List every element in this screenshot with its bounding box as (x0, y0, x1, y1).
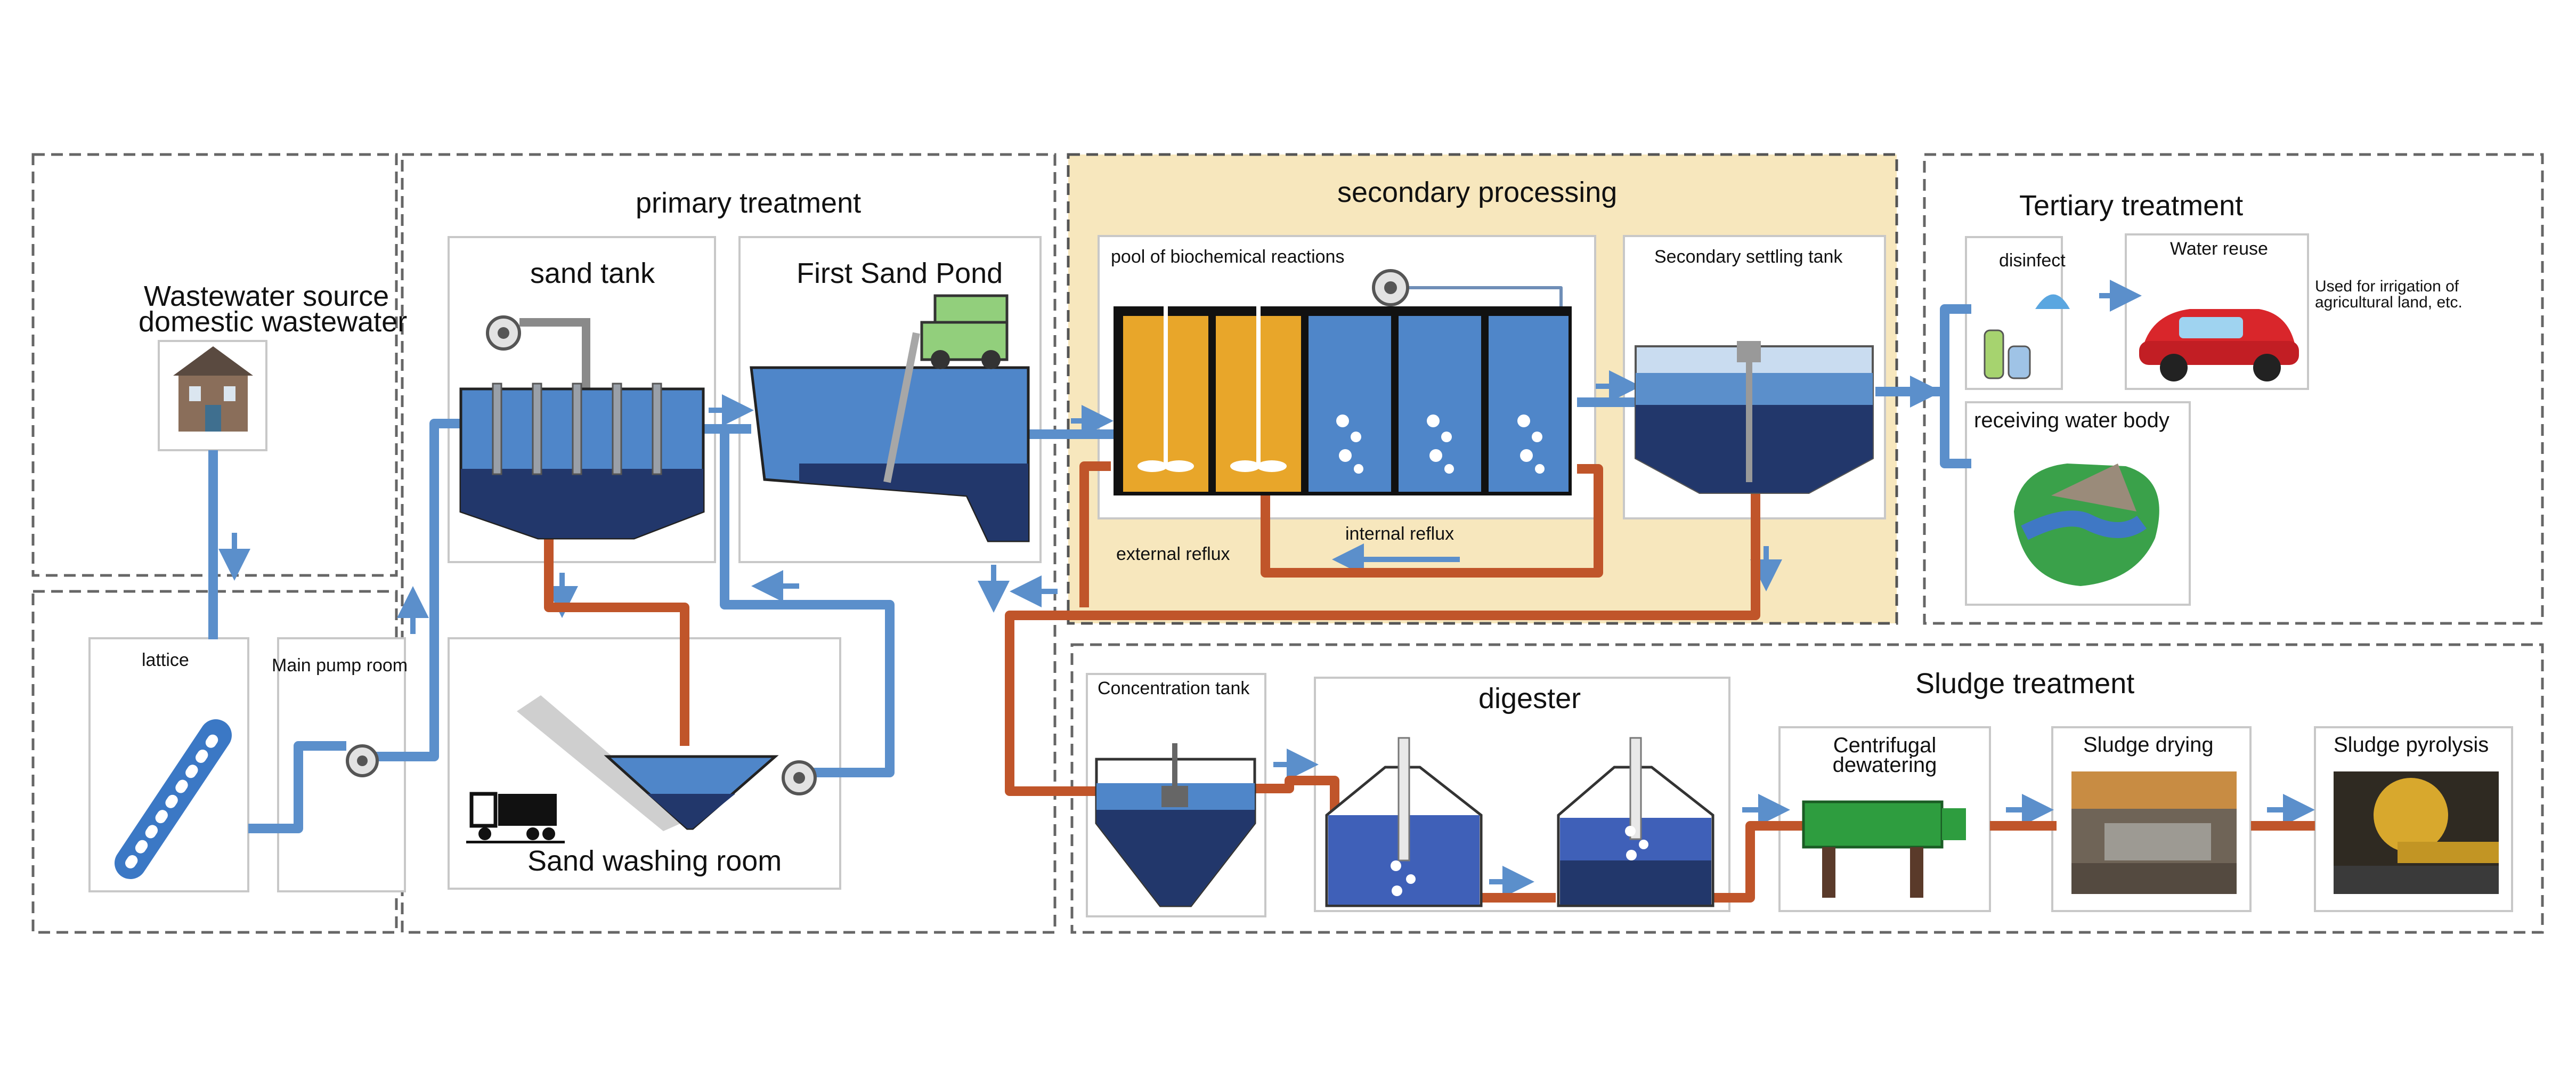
tertiary-section-title: Tertiary treatment (2019, 190, 2244, 222)
sand-pond-vessel (750, 294, 1030, 542)
settling-tank-vessel (1635, 341, 1874, 494)
sludge-pipe-external-reflux-up (1079, 461, 1111, 607)
centrifuge-label-line1: Centrifugal (1833, 734, 1937, 757)
house-icon (173, 346, 253, 432)
source-title-line1: Wastewater source (144, 280, 389, 312)
water-reuse-label: Water reuse (2170, 239, 2268, 259)
sludge-pipe-sandtank-to-washer (544, 538, 689, 746)
disinfect-label: disinfect (1999, 250, 2066, 271)
river-landscape-icon (2014, 464, 2159, 586)
sludge-pipe-digester-to-centrifuge (1713, 821, 1803, 903)
concentration-tank-label: Concentration tank (1098, 678, 1250, 698)
bar-screen-icon (115, 719, 232, 879)
centrifuge-label-line2: dewatering (1832, 753, 1937, 777)
receiving-water-label: receiving water body (1974, 409, 2169, 432)
digester-vessel-2 (1557, 737, 1714, 907)
reuse-note-line1: Used for irrigation of (2315, 278, 2459, 295)
sludge-pipe-internal-reflux (1261, 464, 1603, 578)
disinfect-icon (1984, 294, 2070, 379)
water-pipe-to-receiving (1940, 392, 1971, 468)
washer-pump-icon (782, 760, 817, 795)
truck-icon (466, 792, 565, 843)
sludge-pipe-external-reflux (1005, 493, 1760, 796)
biochemical-reactor (1114, 301, 1572, 495)
sludge-pipe-conc-to-digester (1247, 776, 1339, 815)
primary-section-frame (401, 153, 1057, 934)
sand-tank-label: sand tank (530, 257, 655, 289)
sand-washer (517, 695, 779, 831)
first-sand-pond-label: First Sand Pond (797, 257, 1003, 289)
pump-room-label: Main pump room (272, 655, 408, 676)
sand-washing-label: Sand washing room (527, 845, 782, 877)
sand-washing-panel (448, 637, 841, 890)
reactor-blower-icon (1372, 269, 1409, 306)
digester-vessel-1 (1325, 737, 1483, 907)
primary-section-title: primary treatment (636, 187, 862, 219)
water-pipe-washer-return (720, 432, 895, 777)
internal-reflux-label: internal reflux (1345, 524, 1454, 544)
sludge-drying-photo (2071, 771, 2237, 894)
secondary-section-title: secondary processing (1337, 176, 1618, 208)
source-title-line2: domestic wastewater (139, 306, 408, 338)
sludge-drying-label: Sludge drying (2083, 733, 2214, 757)
settling-tank-label: Secondary settling tank (1654, 247, 1843, 267)
digester-label: digester (1478, 682, 1581, 714)
sand-tank-vessel (459, 383, 705, 540)
water-pipe-pump-to-sandtank (373, 419, 466, 761)
sludge-pyrolysis-label: Sludge pyrolysis (2334, 733, 2489, 757)
car-icon (2139, 309, 2299, 381)
reuse-note-line2: agricultural land, etc. (2315, 294, 2463, 311)
sludge-section-title: Sludge treatment (1915, 668, 2135, 700)
water-pipe-lattice-to-pump (248, 741, 346, 833)
scraper-cart-icon (920, 294, 1009, 369)
external-reflux-label: external reflux (1116, 544, 1230, 564)
lattice-label: lattice (142, 650, 189, 670)
biochemical-pool-label: pool of biochemical reactions (1111, 247, 1345, 267)
pump-icon (346, 744, 379, 777)
centrifuge-machine (1802, 800, 1966, 898)
lattice-panel (88, 637, 249, 892)
sludge-pyrolysis-photo (2334, 771, 2499, 894)
blower-icon (486, 315, 590, 392)
concentration-tank-vessel (1095, 743, 1256, 907)
